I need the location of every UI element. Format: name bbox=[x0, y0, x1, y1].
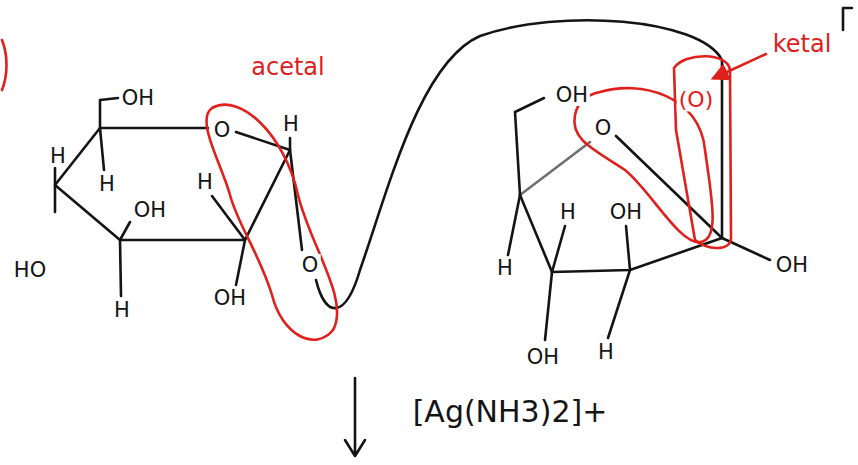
h-bond bbox=[508, 195, 520, 255]
oh-bond bbox=[120, 222, 130, 240]
h-bond bbox=[552, 226, 565, 272]
atom-label: H bbox=[97, 173, 117, 195]
oh-bond bbox=[626, 226, 630, 270]
ketal-loop bbox=[674, 56, 731, 248]
atom-label: OH bbox=[132, 199, 168, 221]
margin-mark bbox=[2, 40, 7, 90]
atom-label: (O) bbox=[677, 88, 715, 111]
atom-label: OH bbox=[120, 87, 156, 109]
atom-label: OH bbox=[525, 346, 561, 368]
h-bond bbox=[120, 240, 121, 296]
atom-label: O bbox=[212, 119, 233, 141]
acetal-loop bbox=[206, 105, 337, 340]
glucose-ring bbox=[55, 128, 290, 240]
glycosidic-link bbox=[316, 20, 722, 308]
annotation-label: ketal bbox=[771, 32, 834, 57]
atom-label: O bbox=[300, 254, 321, 276]
atom-label: H bbox=[195, 171, 215, 193]
atom-label: OH bbox=[774, 254, 810, 276]
ch2oh-bond bbox=[515, 98, 544, 195]
atom-label: H bbox=[112, 299, 132, 321]
h-bond bbox=[289, 138, 292, 150]
h-bond bbox=[100, 128, 104, 170]
atom-label: H bbox=[48, 145, 68, 167]
atom-label: O bbox=[593, 117, 614, 139]
reagent-label: [Ag(NH3)2]+ bbox=[411, 396, 610, 428]
annotation-label: acetal bbox=[249, 55, 326, 80]
h-bond bbox=[608, 270, 630, 338]
atom-label: OH bbox=[608, 201, 644, 223]
ketal-pointer bbox=[714, 54, 766, 78]
page-bracket bbox=[843, 8, 852, 30]
atom-label: OH bbox=[212, 287, 248, 309]
atom-label: H bbox=[558, 201, 578, 223]
atom-label: HO bbox=[12, 259, 48, 281]
h-bond bbox=[212, 196, 245, 240]
h-bond bbox=[54, 168, 57, 212]
fructose-ring-back bbox=[520, 142, 590, 195]
atom-label: H bbox=[281, 113, 301, 135]
atom-label: H bbox=[495, 257, 515, 279]
ch2oh-bond bbox=[100, 98, 118, 128]
atom-label: OH bbox=[554, 84, 590, 106]
atom-label: H bbox=[596, 341, 616, 363]
reaction-arrow bbox=[345, 378, 365, 456]
fructose-ring bbox=[520, 136, 722, 272]
oh-bond bbox=[236, 240, 245, 285]
oh-bond bbox=[545, 272, 552, 340]
